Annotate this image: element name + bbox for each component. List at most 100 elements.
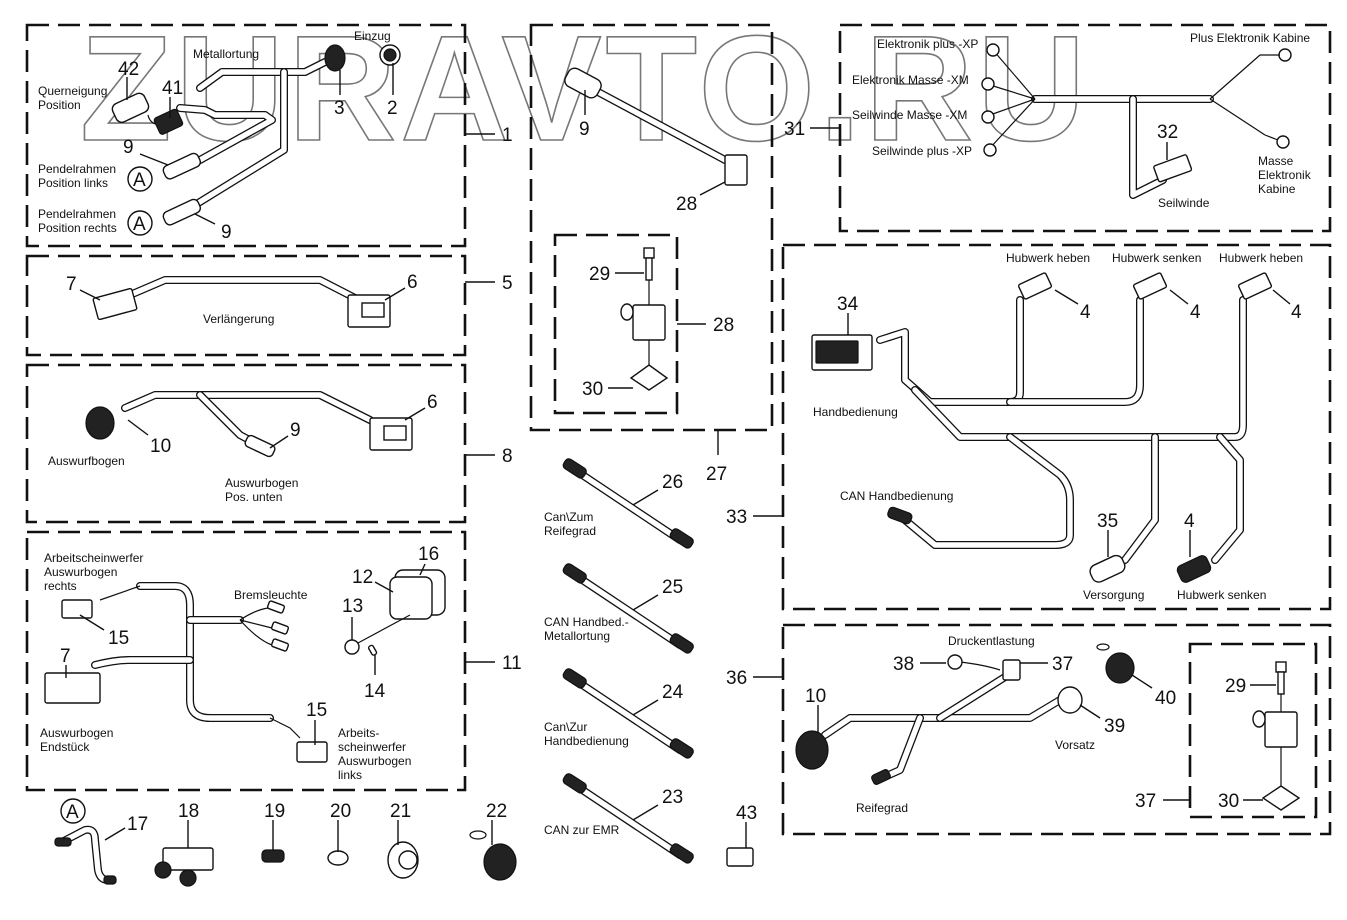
callout-17: 17 [127, 814, 148, 835]
label-aw-rechts-1: Arbeitscheinwerfer [44, 551, 143, 565]
callout-36: 36 [726, 668, 747, 689]
cap-40 [1105, 652, 1135, 684]
group-8-auswurfbogen: 8 Auswurfbogen Auswurbogen Pos. unten 10… [25, 363, 513, 524]
callout-10: 10 [150, 436, 171, 457]
label-handbedienung: Handbedienung [813, 405, 898, 419]
label-einzug: Einzug [354, 29, 391, 43]
bolt-29-head [643, 247, 655, 259]
label-heben-1: Hubwerk heben [1006, 251, 1090, 265]
callout-9: 9 [579, 119, 590, 140]
clip-19 [261, 849, 285, 863]
label-aw-rechts-2: Auswurbogen [44, 565, 117, 579]
connector-10 [85, 406, 115, 440]
label-auswurfbogen: Auswurfbogen [48, 454, 125, 468]
callout-4b: 4 [1190, 302, 1201, 323]
cable-25-num: 25 [662, 577, 683, 598]
label-senken-1: Hubwerk senken [1112, 251, 1201, 265]
connector-15b [296, 741, 328, 763]
callout-21: 21 [390, 801, 411, 822]
label-masse-kabine-3: Kabine [1258, 182, 1296, 196]
callout-9a: 9 [123, 137, 134, 158]
label-aw-links-2: scheinwerfer [338, 740, 406, 754]
callout-18: 18 [178, 801, 199, 822]
label-versorgung: Versorgung [1083, 588, 1144, 602]
callout-15a: 15 [108, 628, 129, 649]
callout-30: 30 [1218, 791, 1239, 812]
cable-24-num: 24 [662, 682, 684, 703]
callout-31: 31 [784, 119, 805, 140]
cable-24: 24 Can\Zur Handbedienung [544, 668, 694, 759]
bolt-29-head [1275, 661, 1287, 673]
callout-5: 5 [502, 273, 513, 294]
connector-3 [324, 44, 346, 72]
clip-20 [327, 850, 349, 866]
label-pos-unten-2: Pos. unten [225, 490, 282, 504]
group-36-frame [781, 623, 1332, 836]
callout-3: 3 [334, 98, 345, 119]
can-connector [887, 506, 913, 525]
group-37-subframe [1188, 642, 1318, 819]
ref-marker-a-1-text: A [133, 170, 146, 191]
label-reifegrad: Reifegrad [856, 801, 908, 815]
callout-29: 29 [1225, 676, 1246, 697]
label-aw-rechts-3: rechts [44, 579, 77, 593]
callout-39: 39 [1104, 716, 1125, 737]
connector-4c [1237, 272, 1273, 300]
cable-25-label-2: Metallortung [544, 629, 610, 643]
group-28-subframe [553, 233, 679, 415]
label-aw-links-4: links [338, 768, 362, 782]
valve-plug-37b [1264, 711, 1298, 748]
socket-39 [1057, 686, 1083, 714]
group-33-frame [781, 243, 1332, 611]
callout-7: 7 [66, 274, 77, 295]
label-masse-kabine-2: Elektronik [1258, 168, 1312, 182]
connector-35 [1089, 554, 1126, 583]
callout-37: 37 [1052, 654, 1073, 675]
label-querneigung-1: Querneigung [38, 84, 107, 98]
label-metallortung: Metallortung [193, 47, 259, 61]
group-8-frame [25, 363, 467, 524]
label-plus-kabine: Plus Elektronik Kabine [1190, 31, 1310, 45]
group-1-frame [25, 23, 467, 248]
connector-15a [61, 599, 93, 619]
ref-marker-a-3-text: A [66, 802, 79, 823]
callout-38: 38 [893, 654, 914, 675]
group-27-frame [529, 23, 774, 432]
callout-15b: 15 [306, 700, 327, 721]
connector-7 [44, 672, 101, 704]
label-bremsleuchte: Bremsleuchte [234, 588, 308, 602]
cable-23-label-1: CAN zur EMR [544, 823, 620, 837]
callout-9: 9 [290, 420, 301, 441]
cable-26-label-2: Reifegrad [544, 524, 596, 538]
callout-4c: 4 [1291, 302, 1302, 323]
ref-marker-a-3 [60, 798, 86, 824]
callout-34: 34 [837, 294, 859, 315]
cable-24-label-1: Can\Zur [544, 720, 587, 734]
callout-4a: 4 [1080, 302, 1091, 323]
ref-marker-a-2 [127, 210, 153, 236]
connector-9-left [162, 152, 202, 180]
callout-1: 1 [502, 125, 513, 146]
callout-19: 19 [264, 801, 285, 822]
valve-plug-37 [1002, 659, 1021, 681]
connector-43 [726, 847, 754, 867]
callout-11: 11 [502, 653, 522, 674]
label-pendel-rechts-2: Position rechts [38, 221, 117, 235]
label-sw-plus: Seilwinde plus -XP [872, 144, 972, 158]
connector-9 [564, 67, 602, 99]
label-aw-links-3: Auswurbogen [338, 754, 411, 768]
label-el-plus: Elektronik plus -XP [877, 37, 978, 51]
cable-24-label-2: Handbedienung [544, 734, 629, 748]
bulb-13 [344, 639, 360, 655]
label-seilwinde: Seilwinde [1158, 196, 1210, 210]
cable-25-label-1: CAN Handbed.- [544, 615, 629, 629]
label-endstueck-1: Auswurbogen [40, 726, 113, 740]
callout-41: 41 [162, 78, 183, 99]
callout-12: 12 [352, 567, 373, 588]
cable-17 [54, 837, 72, 847]
ref-marker-a-2-text: A [133, 214, 146, 235]
callout-28b: 28 [713, 315, 734, 336]
cable-26-label-1: Can\Zum [544, 510, 593, 524]
callout-30: 30 [582, 379, 603, 400]
label-masse-kabine-1: Masse [1258, 154, 1294, 168]
